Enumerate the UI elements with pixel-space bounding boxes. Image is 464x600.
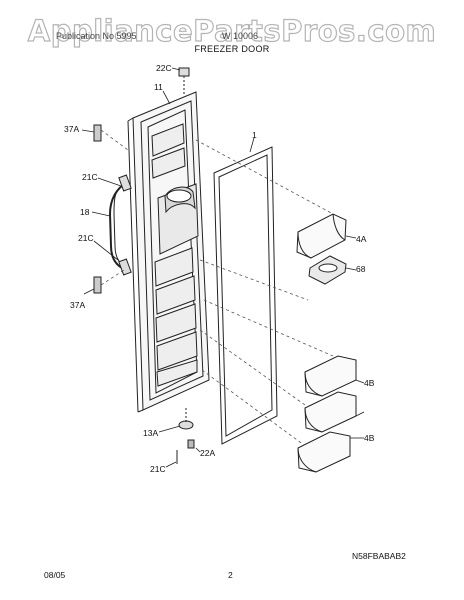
callout-18: 18 <box>80 207 90 217</box>
callout-4b-top: 4B <box>364 378 375 388</box>
model-number: W 10006 <box>222 31 259 41</box>
door-gasket <box>213 146 278 445</box>
callout-21c-mid: 21C <box>78 233 94 243</box>
assembly-lines <box>100 129 334 449</box>
publication-number: Publication No 5995 <box>56 31 137 41</box>
callout-13a: 13A <box>143 428 158 438</box>
door-bin-4a <box>296 213 347 259</box>
callout-11: 11 <box>154 82 163 92</box>
door-rack-68 <box>308 255 347 285</box>
callout-4a: 4A <box>356 234 367 244</box>
freezer-door-liner <box>127 91 210 413</box>
callout-1: 1 <box>252 130 257 140</box>
callout-22a: 22A <box>200 448 215 458</box>
door-bin-4b-lower <box>297 431 351 473</box>
callout-37a-top: 37A <box>64 124 79 134</box>
callout-21c-bot: 21C <box>150 464 166 474</box>
publication-date: 08/05 <box>44 570 66 580</box>
callout-68: 68 <box>356 264 366 274</box>
bottom-hinge-parts <box>176 408 195 464</box>
diagram-code: N58FBABAB2 <box>352 551 406 561</box>
trim-caps <box>93 124 102 294</box>
door-bin-4b-upper <box>304 355 357 433</box>
page-number: 2 <box>228 570 233 580</box>
leader-lines <box>81 67 365 468</box>
callout-22c: 22C <box>156 63 172 73</box>
callout-4b-bot: 4B <box>364 433 375 443</box>
callout-37a-bot: 37A <box>70 300 85 310</box>
section-title: FREEZER DOOR <box>194 44 270 54</box>
callout-21c-top: 21C <box>82 172 98 182</box>
door-handle <box>108 174 132 276</box>
watermark-logo: AppliancePartsPros.com <box>27 13 437 48</box>
hinge-screw-top <box>178 67 190 94</box>
